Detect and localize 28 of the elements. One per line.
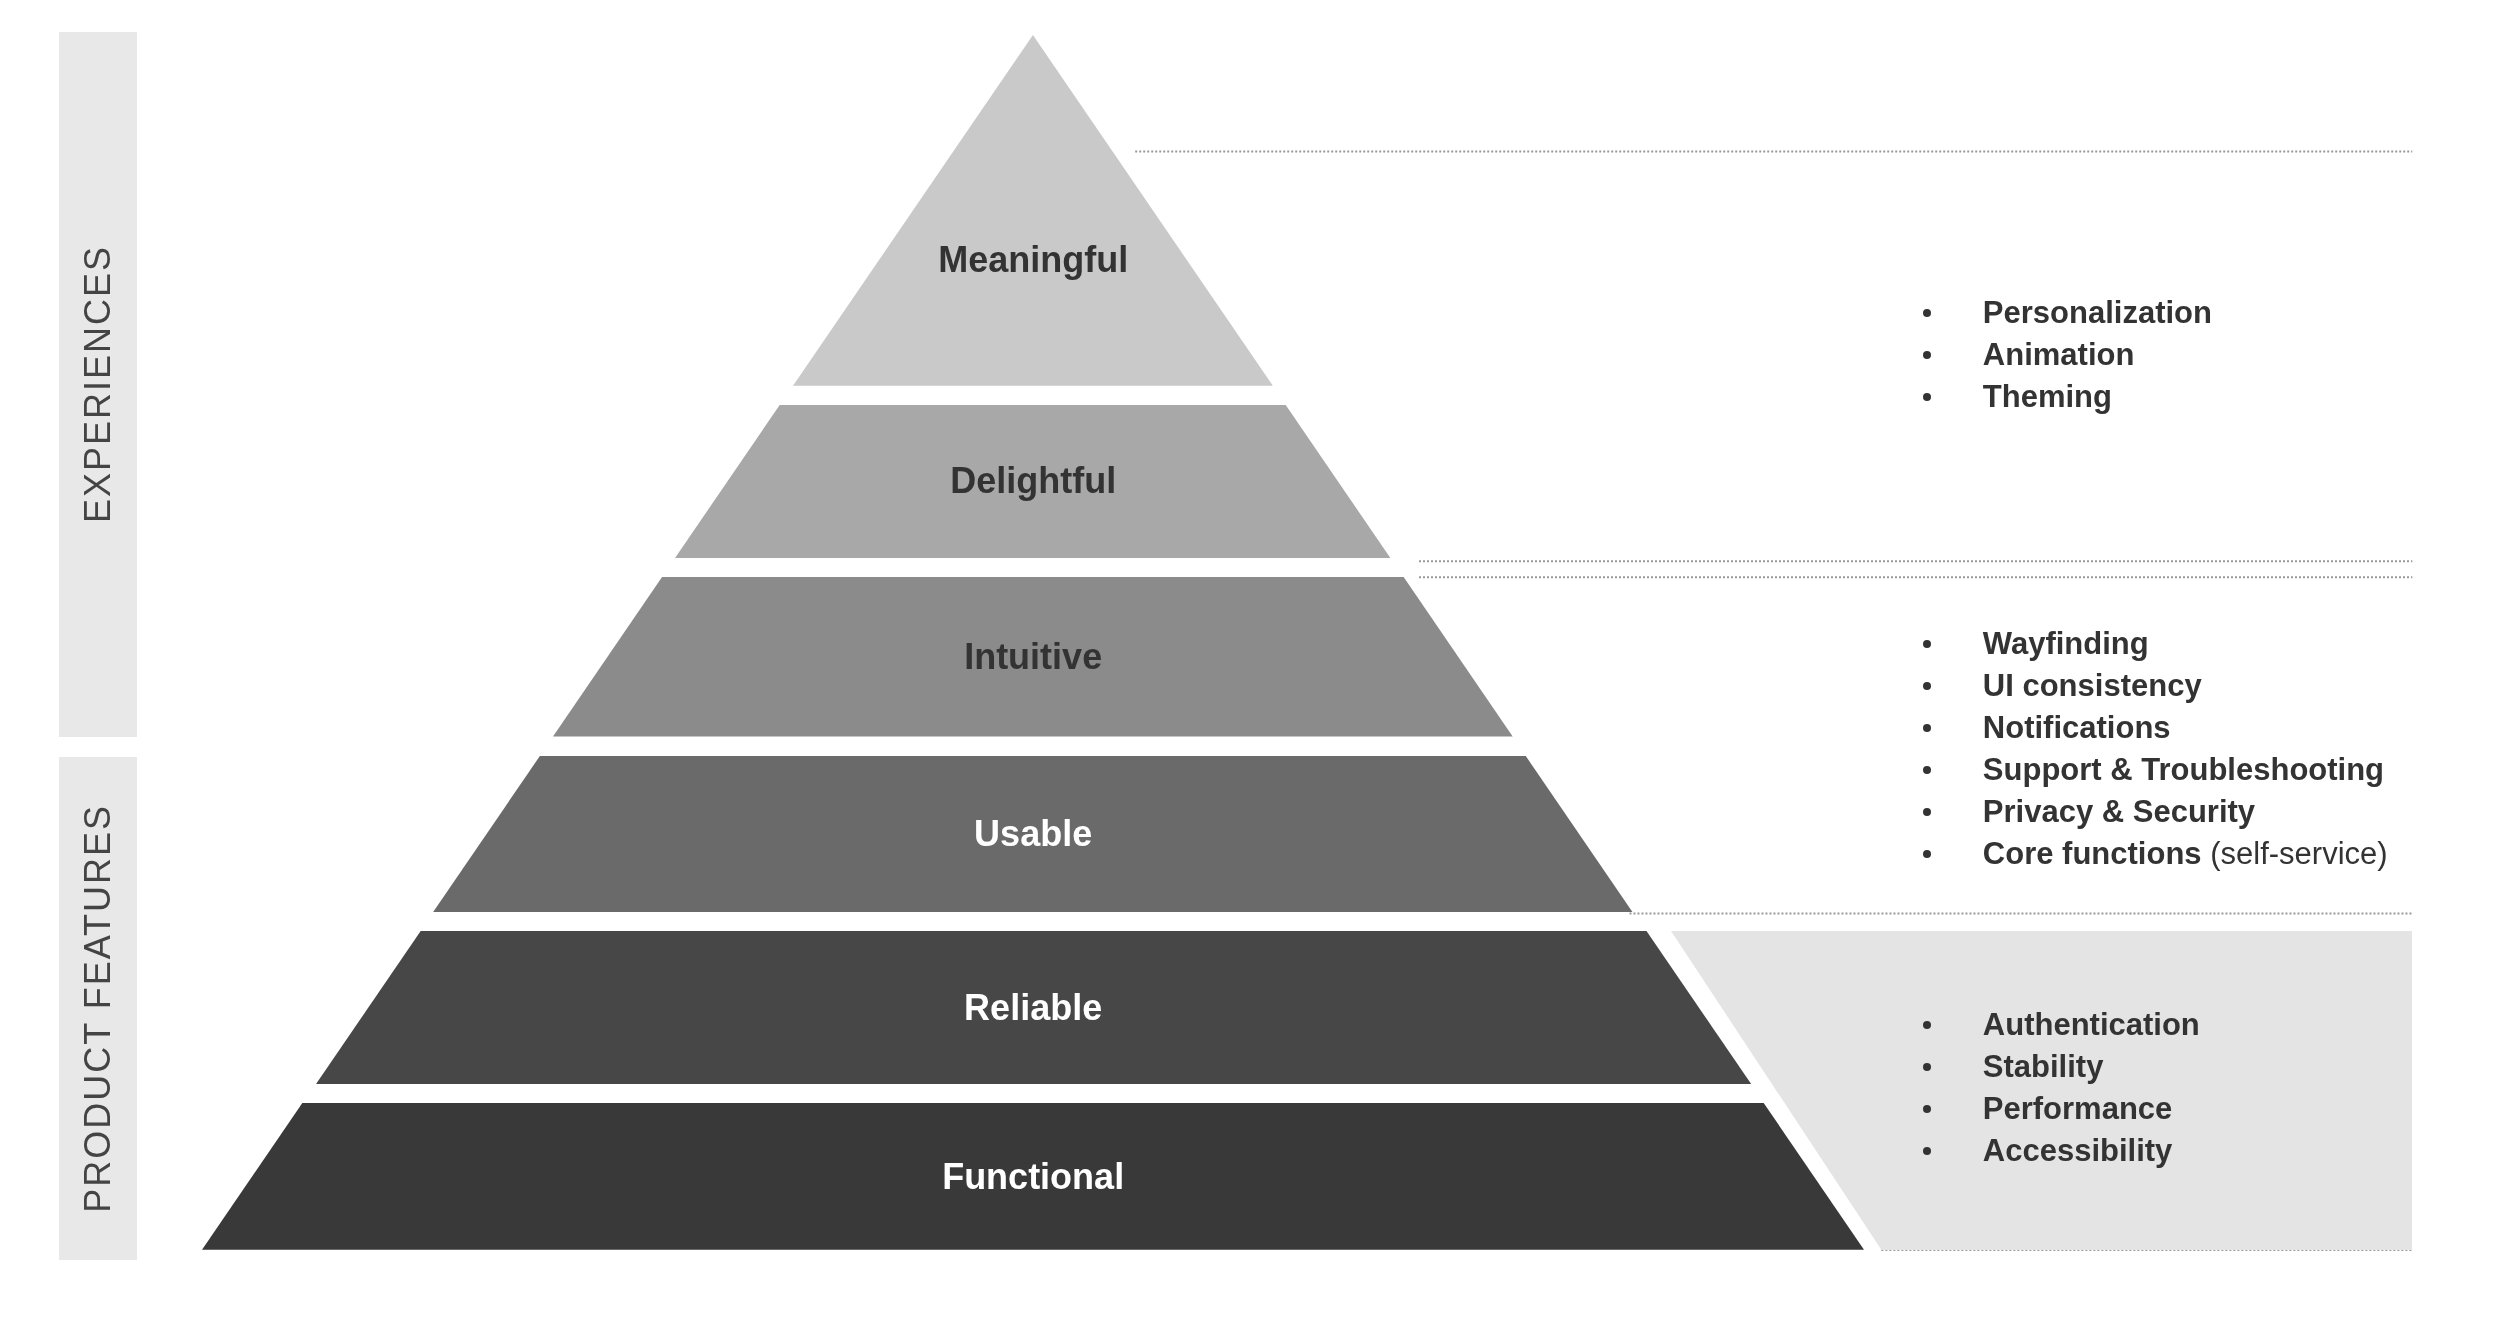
list-item: Performance [1982,1091,2173,1128]
layer-label: Functional [941,1155,1126,1198]
layer-label: Reliable [963,986,1104,1029]
list-item: Support & Troubleshooting [1982,752,2385,789]
pyramid-layer [315,931,1751,1085]
pyramid-layer [553,577,1513,737]
band-label: PRODUCT FEATURES [77,804,120,1213]
list-item: UI consistency [1982,668,2202,705]
layer-label: Delightful [949,460,1118,503]
list-item: Theming [1982,378,2112,415]
list-item: Animation [1982,336,2135,373]
list-item: Privacy & Security [1982,794,2256,831]
layer-label: Intuitive [963,635,1104,678]
pyramid-layer [433,755,1633,912]
list-item: Notifications [1982,710,2171,747]
layer-label: Meaningful [937,238,1130,281]
list-item: Accessibility [1982,1133,2173,1170]
shaded-panel [1670,931,2413,1250]
band-label: EXPERIENCES [77,245,120,524]
layer-label: Usable [973,812,1094,855]
pyramid-layer [202,1103,1865,1250]
list-item: Wayfinding [1982,626,2149,663]
list-item: Personalization [1982,294,2212,331]
list-item: Core functions (self-service) [1982,836,2388,873]
pyramid-layer [793,35,1274,386]
list-item: Stability [1982,1049,2104,1086]
pyramid-layer [675,404,1391,558]
list-item: Authentication [1982,1007,2200,1044]
